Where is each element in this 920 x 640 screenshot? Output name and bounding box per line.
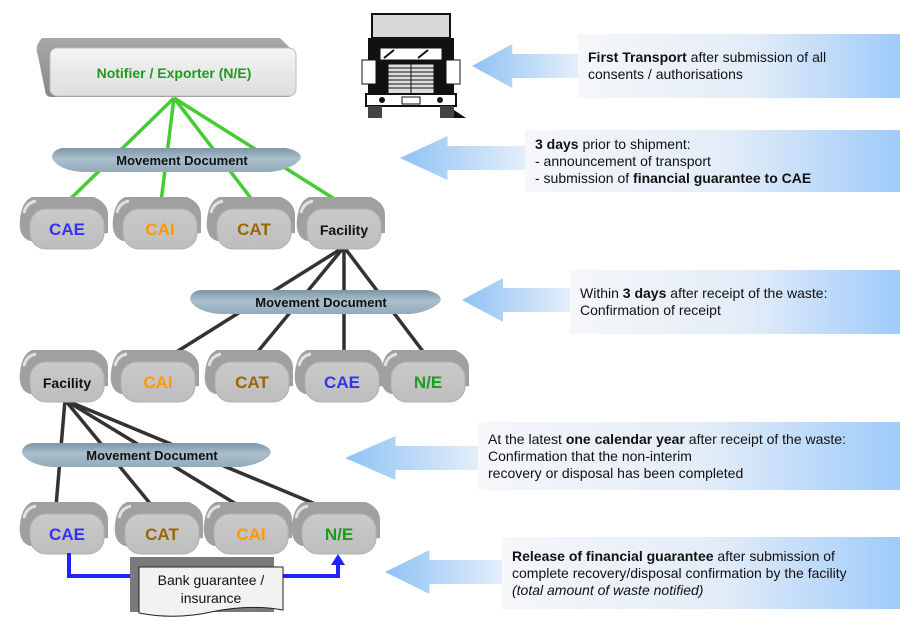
bank-guarantee-line2: insurance	[181, 590, 242, 606]
level3-node-cai: CAI	[203, 502, 292, 555]
note-segment: complete recovery/disposal confirmation …	[512, 564, 847, 581]
note-5-text: Release of financial guarantee after sub…	[512, 548, 847, 599]
note-line: recovery or disposal has been completed	[488, 465, 846, 482]
note-line: - announcement of transport	[535, 153, 811, 170]
note-line: Release of financial guarantee after sub…	[512, 548, 847, 565]
level1-node-cat: CAT	[206, 197, 295, 250]
note-3	[462, 270, 900, 334]
level1-node-cai-label: CAI	[145, 220, 174, 239]
bank-guarantee-document: Bank guarantee / insurance	[130, 557, 284, 617]
movement-document-1-label: Movement Document	[116, 153, 248, 168]
movement-document-1: Movement Document	[52, 148, 301, 172]
note-line: consents / authorisations	[588, 66, 826, 83]
level2-node-ne: N/E	[380, 350, 469, 403]
note-segment: (total amount of waste notified)	[512, 581, 704, 598]
note-4-text: At the latest one calendar year after re…	[488, 431, 846, 482]
level3-node-ne: N/E	[291, 502, 380, 555]
note-segment: At the latest	[488, 430, 566, 447]
note-segment: after receipt of the waste:	[684, 430, 846, 447]
note-2	[400, 130, 900, 192]
note-3-arrow	[462, 278, 570, 322]
level2-node-facility-label: Facility	[43, 375, 91, 391]
note-emphasis: 3 days	[622, 285, 667, 301]
truck-icon	[361, 13, 466, 118]
note-line: - submission of financial guarantee to C…	[535, 170, 811, 187]
level1-node-cae: CAE	[19, 197, 108, 250]
note-2-text: 3 days prior to shipment:- announcement …	[535, 136, 811, 187]
movement-document-3-label: Movement Document	[86, 448, 218, 463]
level1-node-facility: Facility	[296, 197, 385, 250]
note-line: Confirmation that the non-interim	[488, 448, 846, 465]
notifier-exporter-label: Notifier / Exporter (N/E)	[97, 65, 252, 81]
note-emphasis: Release of financial guarantee	[512, 547, 714, 564]
note-line: First Transport after submission of all	[588, 49, 826, 66]
note-4-box	[478, 422, 900, 490]
note-1-arrow	[472, 44, 578, 88]
bank-guarantee-line1: Bank guarantee /	[158, 572, 265, 588]
level2-node-cat-label: CAT	[235, 373, 269, 392]
level3-node-cae-label: CAE	[49, 525, 85, 544]
note-segment: Confirmation that the non-interim	[488, 447, 692, 464]
note-2-arrow	[400, 136, 525, 180]
note-segment: Within	[580, 285, 623, 301]
note-segment: prior to shipment:	[578, 135, 691, 152]
note-3-box	[570, 270, 900, 334]
note-3-text: Within 3 days after receipt of the waste…	[580, 285, 827, 319]
note-1-box	[578, 34, 900, 98]
level1-node-facility-label: Facility	[320, 222, 368, 238]
note-line: Within 3 days after receipt of the waste…	[580, 285, 827, 302]
note-segment: after submission of	[713, 547, 835, 564]
note-segment: Confirmation of receipt	[580, 302, 721, 318]
level2-node-ne-label: N/E	[414, 373, 442, 392]
level2-node-cai: CAI	[110, 350, 199, 403]
note-segment: - announcement of transport	[535, 152, 711, 169]
note-line: At the latest one calendar year after re…	[488, 431, 846, 448]
level2-node-cai-label: CAI	[143, 373, 172, 392]
note-5-arrow	[385, 550, 502, 594]
level3-node-ne-label: N/E	[325, 525, 353, 544]
level3-node-cat: CAT	[114, 502, 203, 555]
level3-node-cat-label: CAT	[145, 525, 179, 544]
note-line: 3 days prior to shipment:	[535, 136, 811, 153]
note-5-box	[502, 537, 900, 609]
level1-node-cae-label: CAE	[49, 220, 85, 239]
note-segment: - submission of	[535, 169, 634, 186]
level3-node-cai-label: CAI	[236, 525, 265, 544]
notifier-exporter-node: Notifier / Exporter (N/E)	[36, 38, 297, 97]
note-line: Confirmation of receipt	[580, 302, 827, 319]
note-2-box	[525, 130, 900, 192]
level3-node-cae: CAE	[19, 502, 108, 555]
level2-node-cat: CAT	[204, 350, 293, 403]
note-line: (total amount of waste notified)	[512, 582, 847, 599]
note-segment: recovery or disposal has been completed	[488, 464, 744, 481]
note-segment: consents / authorisations	[588, 66, 743, 82]
note-5	[385, 537, 900, 609]
note-segment: after submission of all	[686, 49, 827, 65]
note-emphasis: financial guarantee to CAE	[633, 169, 812, 186]
note-emphasis: one calendar year	[565, 430, 685, 447]
level2-node-facility: Facility	[19, 350, 108, 403]
level2-node-cae-label: CAE	[324, 373, 360, 392]
note-4-arrow	[345, 436, 478, 480]
note-emphasis: 3 days	[535, 135, 579, 152]
note-emphasis: First Transport	[588, 49, 687, 65]
movement-document-2: Movement Document	[190, 290, 441, 314]
level1-node-cai: CAI	[112, 197, 201, 250]
movement-document-2-label: Movement Document	[255, 295, 387, 310]
note-line: complete recovery/disposal confirmation …	[512, 565, 847, 582]
guarantee-flow-arrowhead	[331, 554, 345, 565]
note-1	[472, 34, 900, 98]
level1-node-cat-label: CAT	[237, 220, 271, 239]
note-segment: after receipt of the waste:	[666, 285, 828, 301]
level2-node-cae: CAE	[294, 350, 383, 403]
movement-document-3: Movement Document	[22, 443, 271, 467]
timeline-notes	[345, 34, 900, 609]
note-4	[345, 422, 900, 490]
